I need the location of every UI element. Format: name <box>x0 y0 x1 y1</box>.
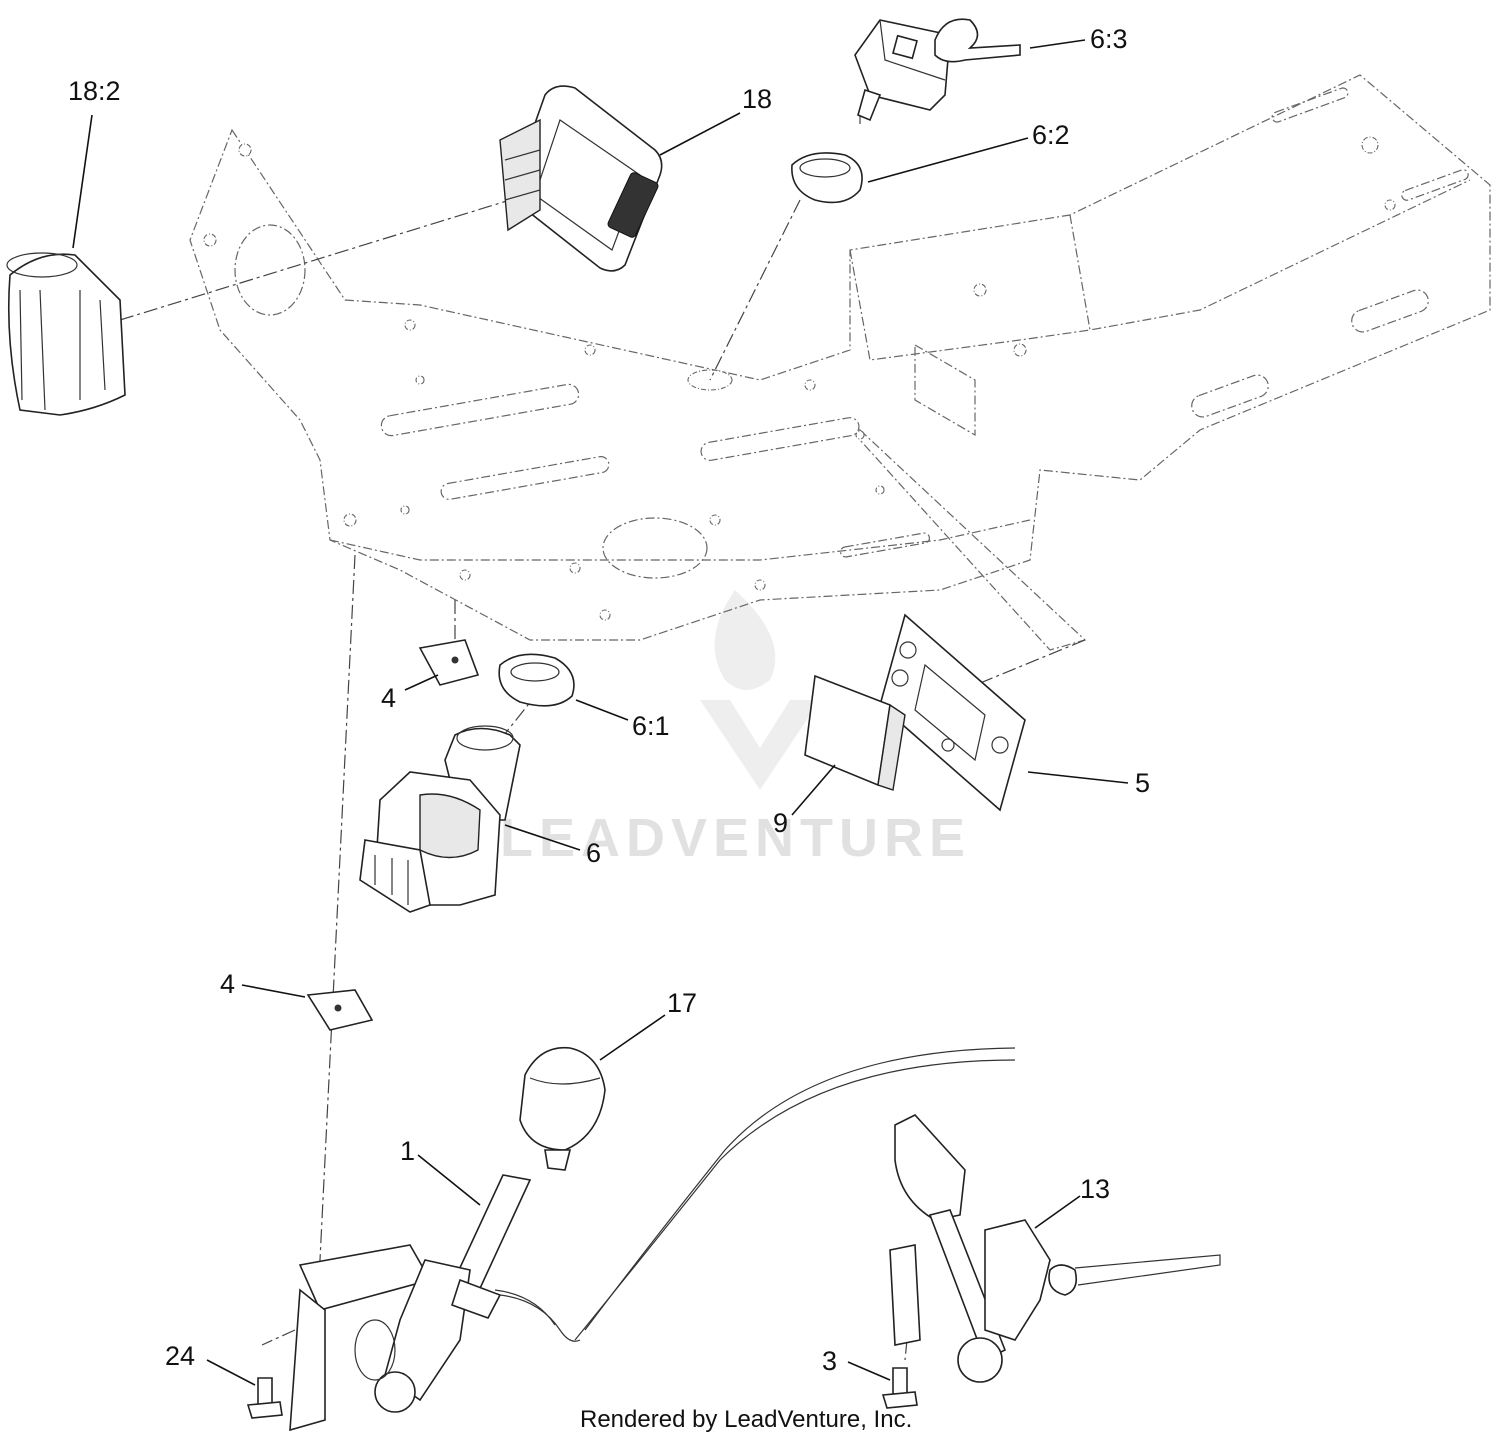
key-nut-part-6-2 <box>791 152 863 204</box>
callout-13: 13 <box>1080 1174 1110 1204</box>
ignition-switch-part-6 <box>359 725 521 913</box>
callout-5: 5 <box>1135 768 1150 798</box>
bolt-part-3 <box>881 1367 918 1409</box>
plug-cover-part-9 <box>804 674 906 791</box>
ignition-key-part-6-3 <box>854 18 1021 122</box>
leader-lines <box>72 39 1129 1386</box>
bezel-ring-part-18-2 <box>6 252 126 416</box>
pedal-assembly-part-13 <box>889 1114 1221 1383</box>
callout-4-upper: 4 <box>381 683 396 713</box>
shift-knob-part-17 <box>519 1046 606 1171</box>
switch-plate-part-5 <box>879 613 1026 812</box>
footer-credit: Rendered by LeadVenture, Inc. <box>580 1406 912 1433</box>
control-lever-part-1 <box>289 1047 1016 1432</box>
callout-6-3: 6:3 <box>1090 24 1128 54</box>
callout-18-2: 18:2 <box>68 76 121 106</box>
hour-meter-part-18 <box>499 85 663 272</box>
callout-17: 17 <box>667 988 697 1018</box>
switch-nut-part-6-1 <box>498 653 575 707</box>
callout-6-2: 6:2 <box>1032 120 1070 150</box>
callout-9: 9 <box>773 808 788 838</box>
callout-6: 6 <box>586 838 601 868</box>
callout-labels: 18:2 18 6:3 6:2 4 6:1 5 9 6 4 17 1 13 24… <box>68 24 1150 1376</box>
console-frame <box>189 74 1491 651</box>
callout-24: 24 <box>165 1341 195 1371</box>
callout-1: 1 <box>400 1136 415 1166</box>
watermark: LEADVENTURE <box>500 590 971 868</box>
callout-6-1: 6:1 <box>632 711 670 741</box>
bolt-part-24 <box>246 1377 283 1419</box>
watermark-text: LEADVENTURE <box>500 808 971 868</box>
speed-nut-part-4-lower <box>306 989 374 1031</box>
callout-18: 18 <box>742 84 772 114</box>
callout-3: 3 <box>822 1346 837 1376</box>
callout-4-lower: 4 <box>220 969 235 999</box>
speed-nut-part-4-upper <box>418 639 480 686</box>
